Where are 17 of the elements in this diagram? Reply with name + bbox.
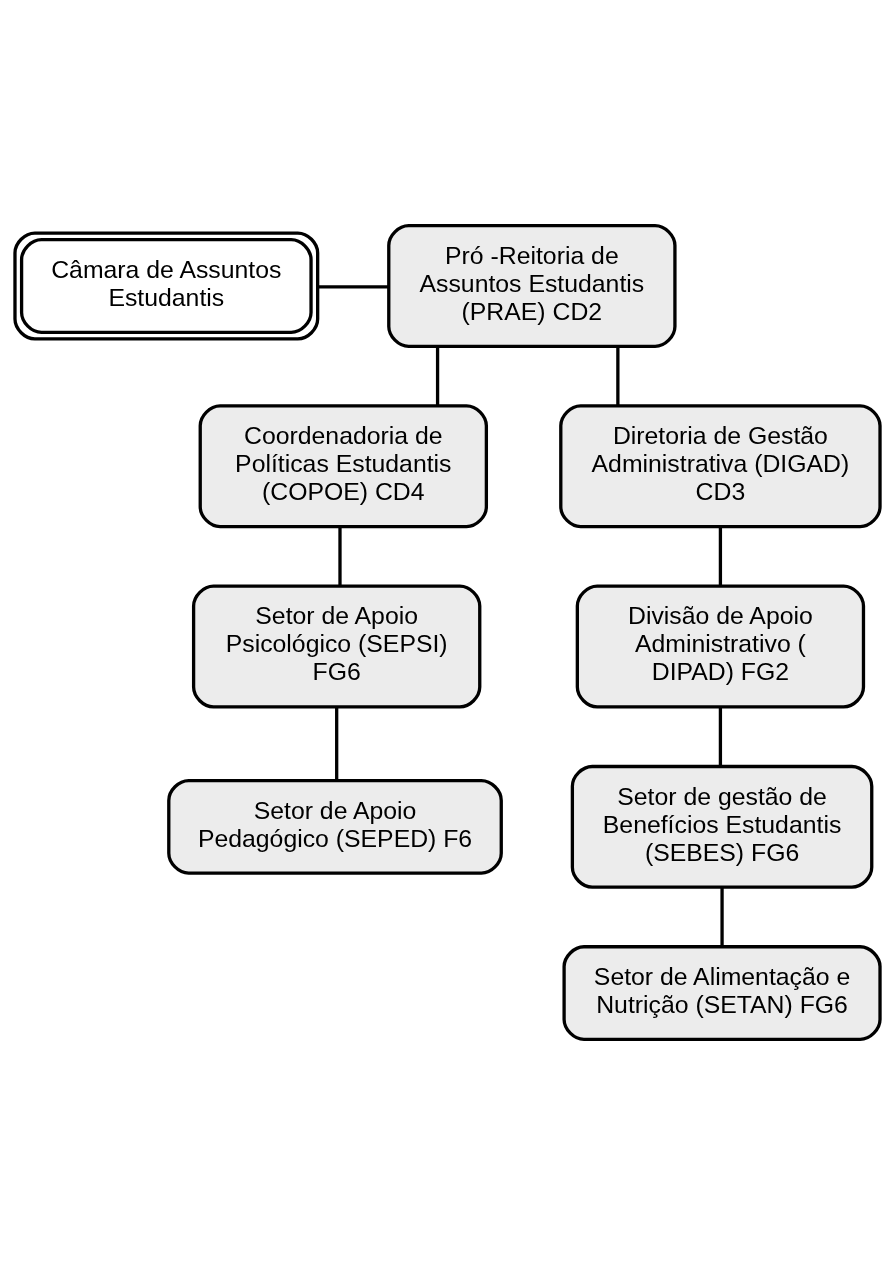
node-box: Setor de Apoio Psicológico (SEPSI) FG6: [191, 584, 482, 709]
node-box: Setor de Apoio Pedagógico (SEPED) F6: [167, 778, 503, 875]
connector: [718, 526, 723, 586]
connector: [718, 706, 723, 766]
connector: [720, 886, 724, 946]
node-box: Pró -Reitoria de Assuntos Estudantis (PRAE) CD2: [387, 223, 677, 348]
node-box: Setor de Alimentação e Nutrição (SETAN) FG6: [562, 944, 882, 1041]
connector: [338, 526, 342, 586]
connector: [616, 346, 620, 406]
node-box: Câmara de Assuntos Estudantis: [13, 230, 320, 341]
node-box: Divisão de Apoio Administrativo ( DIPAD) FG2: [575, 584, 866, 709]
node-box: Coordenadoria de Políticas Estudantis (COPOE) CD4: [198, 403, 489, 528]
connector: [318, 284, 389, 288]
connector: [335, 706, 339, 780]
connector: [435, 346, 440, 406]
node-box: Diretoria de Gestão Administrativa (DIGAD) CD3: [559, 403, 882, 528]
node-box: Setor de gestão de Benefícios Estudantis (SEBES) FG6: [570, 764, 874, 889]
